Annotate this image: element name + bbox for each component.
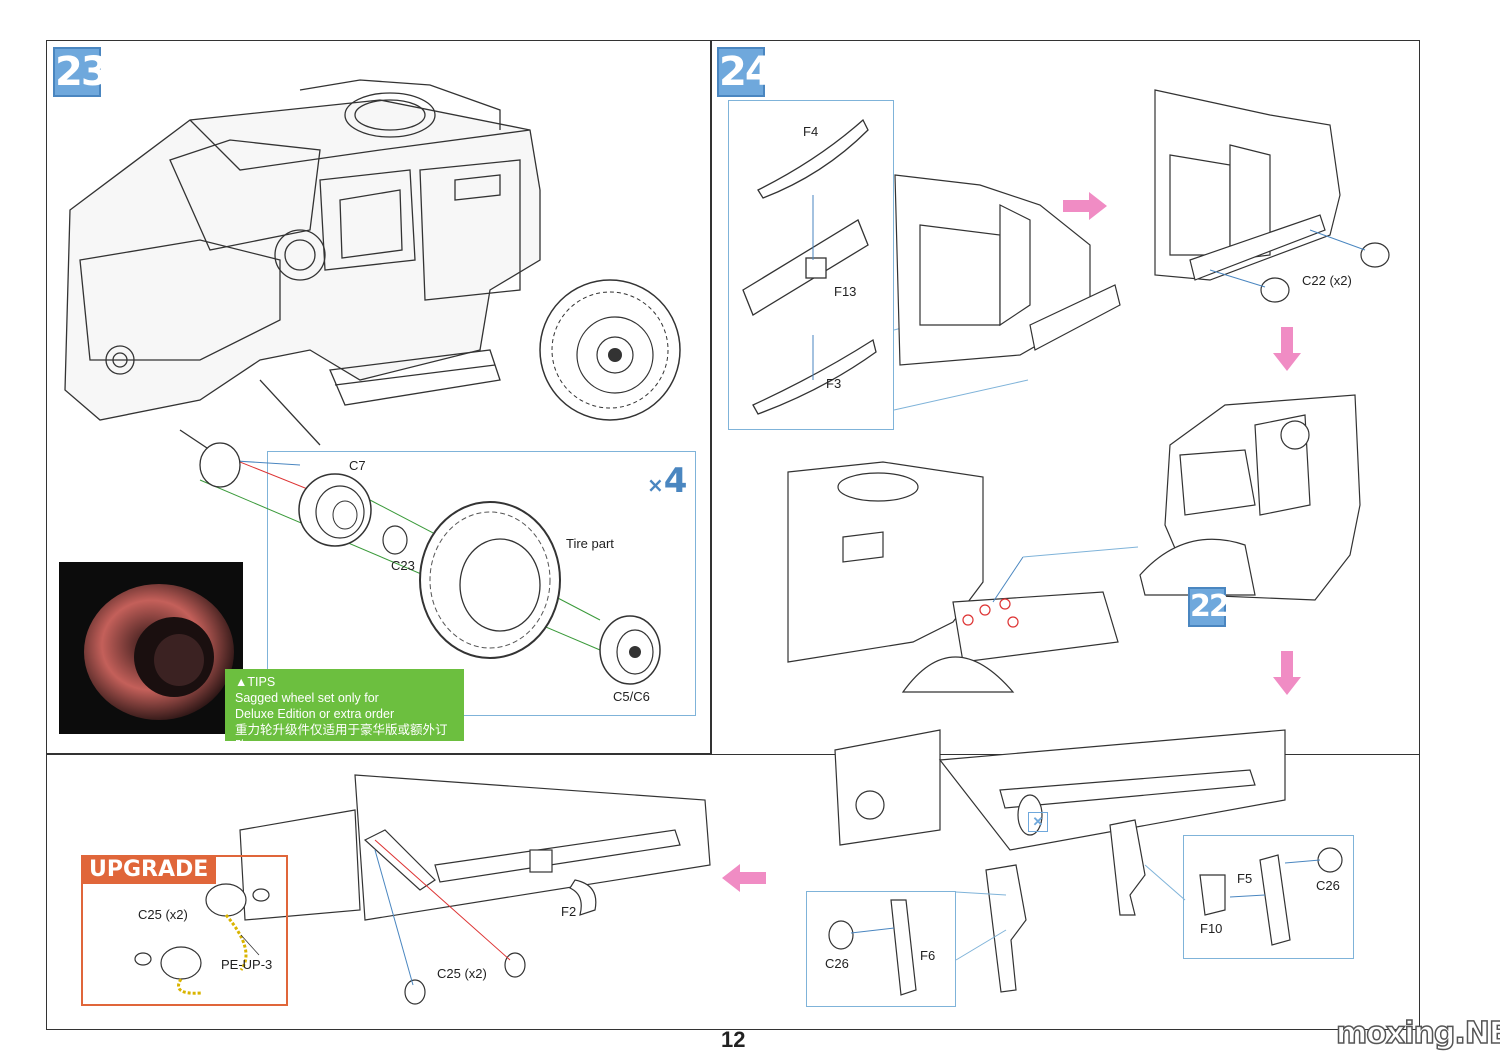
wheel-exploded-drawing	[199, 442, 661, 685]
tips-line-2: Deluxe Edition or extra order	[235, 707, 395, 721]
label-f2: F2	[561, 904, 577, 919]
frame-parts-box	[728, 100, 894, 430]
vehicle-front-drawing	[64, 79, 681, 476]
label-c5-c6: C5/C6	[613, 689, 650, 704]
watermark: moxing.NET	[1335, 1015, 1500, 1052]
tips-title: ▲TIPS	[235, 675, 276, 689]
arrow-down-pink-1	[1273, 327, 1301, 371]
label-f3: F3	[826, 376, 842, 391]
step-24-number: 24	[717, 47, 773, 97]
suspension-right-drawing	[834, 729, 1286, 851]
label-f4: F4	[803, 124, 819, 139]
label-f10: F10	[1200, 921, 1223, 936]
step-22-reference: 22	[1188, 587, 1230, 627]
cab-frame-drawing	[1139, 394, 1361, 601]
label-f13: F13	[834, 284, 857, 299]
step-24-panel	[710, 40, 1420, 754]
label-c23: C23	[391, 558, 415, 573]
arrow-right-pink	[1063, 192, 1107, 220]
label-f6: F6	[920, 948, 936, 963]
label-c25: C25 (x2)	[437, 966, 487, 981]
wheel-assembly-box	[267, 451, 696, 716]
label-c26-right: C26	[1316, 878, 1340, 893]
suspension-left-drawing	[239, 774, 711, 1005]
label-c7: C7	[349, 458, 366, 473]
step-23-number: 23	[53, 47, 109, 97]
upgrade-tag: UPGRADE	[81, 855, 217, 884]
frame-parts-drawing	[742, 118, 1029, 415]
arrow-left-pink	[722, 864, 766, 892]
step-23-panel	[46, 40, 712, 754]
sagged-tire-photo	[59, 562, 243, 734]
label-f5: F5	[1237, 871, 1253, 886]
arm-f5-c26-f10-drawing	[1109, 819, 1343, 946]
tips-line-3: 重力轮升级件仅适用于豪华版或额外订购	[235, 723, 448, 753]
arm-c26-f6-drawing	[828, 864, 1027, 996]
label-tire-part: Tire part	[566, 536, 614, 551]
upgrade-chain-drawing	[134, 883, 270, 995]
mark-remove-x: ✕	[1028, 812, 1048, 832]
label-c22: C22 (x2)	[1302, 273, 1352, 288]
vehicle-body-mid-drawing	[787, 461, 1139, 693]
chassis-c22-drawing	[1154, 89, 1390, 303]
bottom-panel	[46, 754, 1420, 1030]
arm-c26-f6-box	[806, 891, 956, 1007]
arrow-down-pink-2	[1273, 651, 1301, 695]
chassis-rear-drawing	[894, 174, 1121, 366]
tips-box: ▲TIPS Sagged wheel set only for Deluxe E…	[225, 669, 464, 753]
multiplier-x4: ×4	[647, 461, 688, 501]
arm-f5-c26-f10-box	[1183, 835, 1354, 959]
page-number: 12	[721, 1027, 746, 1052]
upgrade-label-c25: C25 (x2)	[138, 907, 188, 922]
tips-line-1: Sagged wheel set only for	[235, 691, 379, 705]
upgrade-label-pe-up-3: PE-UP-3	[221, 957, 273, 972]
label-c26-left: C26	[825, 956, 849, 971]
